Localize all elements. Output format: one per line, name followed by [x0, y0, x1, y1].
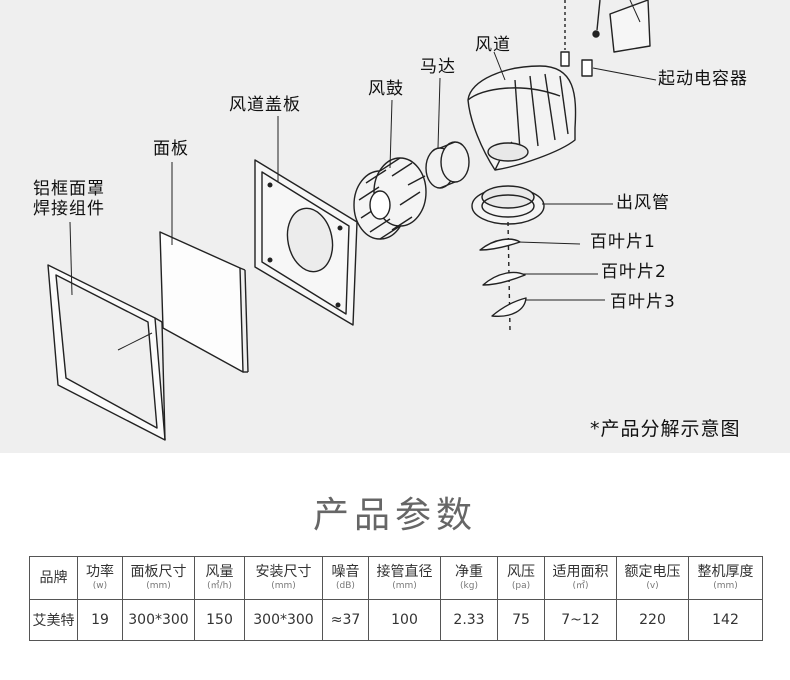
panel: [159, 231, 249, 373]
label-louver-3: 百叶片3: [610, 292, 676, 312]
label-drum: 风鼓: [368, 79, 404, 99]
value-cell: 300*300: [244, 599, 323, 641]
value-cell: 75: [497, 599, 545, 641]
header-cell: 整机厚度(mm): [688, 556, 763, 600]
label-louver-1: 百叶片1: [590, 232, 656, 252]
value-cell: 100: [368, 599, 441, 641]
label-frame-assembly: 铝框面罩 焊接组件: [33, 179, 105, 219]
motor: [407, 141, 470, 189]
value-cell: 19: [77, 599, 123, 641]
outlet-pipe: [471, 185, 545, 331]
label-panel: 面板: [153, 139, 189, 159]
capacitor-parts: [560, 0, 651, 77]
header-cell: 适用面积(㎡): [544, 556, 617, 600]
header-cell: 接管直径(mm): [368, 556, 441, 600]
blower-drum: [353, 157, 427, 240]
value-cell: 2.33: [440, 599, 498, 641]
label-capacitor: 起动电容器: [658, 69, 748, 89]
value-cell: 220: [616, 599, 689, 641]
header-cell: 额定电压(v): [616, 556, 689, 600]
header-cell: 品牌: [29, 556, 78, 600]
label-motor: 马达: [420, 57, 456, 77]
label-outlet: 出风管: [616, 193, 670, 213]
value-cell: 300*300: [122, 599, 195, 641]
air-duct-housing: [467, 65, 577, 171]
exploded-diagram: 铝框面罩 焊接组件 面板 风道盖板 风鼓 马达 风道 起动电容器 出风管 百叶片…: [0, 0, 790, 453]
diagram-caption: *产品分解示意图: [590, 418, 741, 440]
header-cell: 功率(w): [77, 556, 123, 600]
diagram-drawing: [47, 0, 657, 441]
header-cell: 安装尺寸(mm): [244, 556, 323, 600]
value-cell: 7~12: [544, 599, 617, 641]
value-cell: 150: [194, 599, 245, 641]
leader-lines: [69, 0, 657, 351]
value-cell: ≈37: [322, 599, 369, 641]
header-cell: 噪音(dB): [322, 556, 369, 600]
louver-blades: [479, 238, 527, 317]
spec-table: 品牌 功率(w) 面板尺寸(mm) 风量(㎥/h) 安装尺寸(mm) 噪音(dB…: [29, 556, 763, 641]
value-cell: 艾美特: [29, 599, 78, 641]
section-title: 产品参数: [312, 495, 477, 536]
label-duct-cover: 风道盖板: [229, 95, 301, 115]
header-cell: 净重(kg): [440, 556, 498, 600]
label-louver-2: 百叶片2: [601, 262, 667, 282]
header-cell: 面板尺寸(mm): [122, 556, 195, 600]
label-duct: 风道: [475, 35, 511, 55]
duct-cover-plate: [254, 159, 358, 326]
value-cell: 142: [688, 599, 763, 641]
header-cell: 风量(㎥/h): [194, 556, 245, 600]
spec-header-row: 品牌 功率(w) 面板尺寸(mm) 风量(㎥/h) 安装尺寸(mm) 噪音(dB…: [29, 556, 763, 600]
header-cell: 风压(pa): [497, 556, 545, 600]
spec-value-row: 艾美特 19 300*300 150 300*300 ≈37 100 2.33 …: [29, 599, 763, 641]
frame-assembly: [47, 264, 166, 441]
